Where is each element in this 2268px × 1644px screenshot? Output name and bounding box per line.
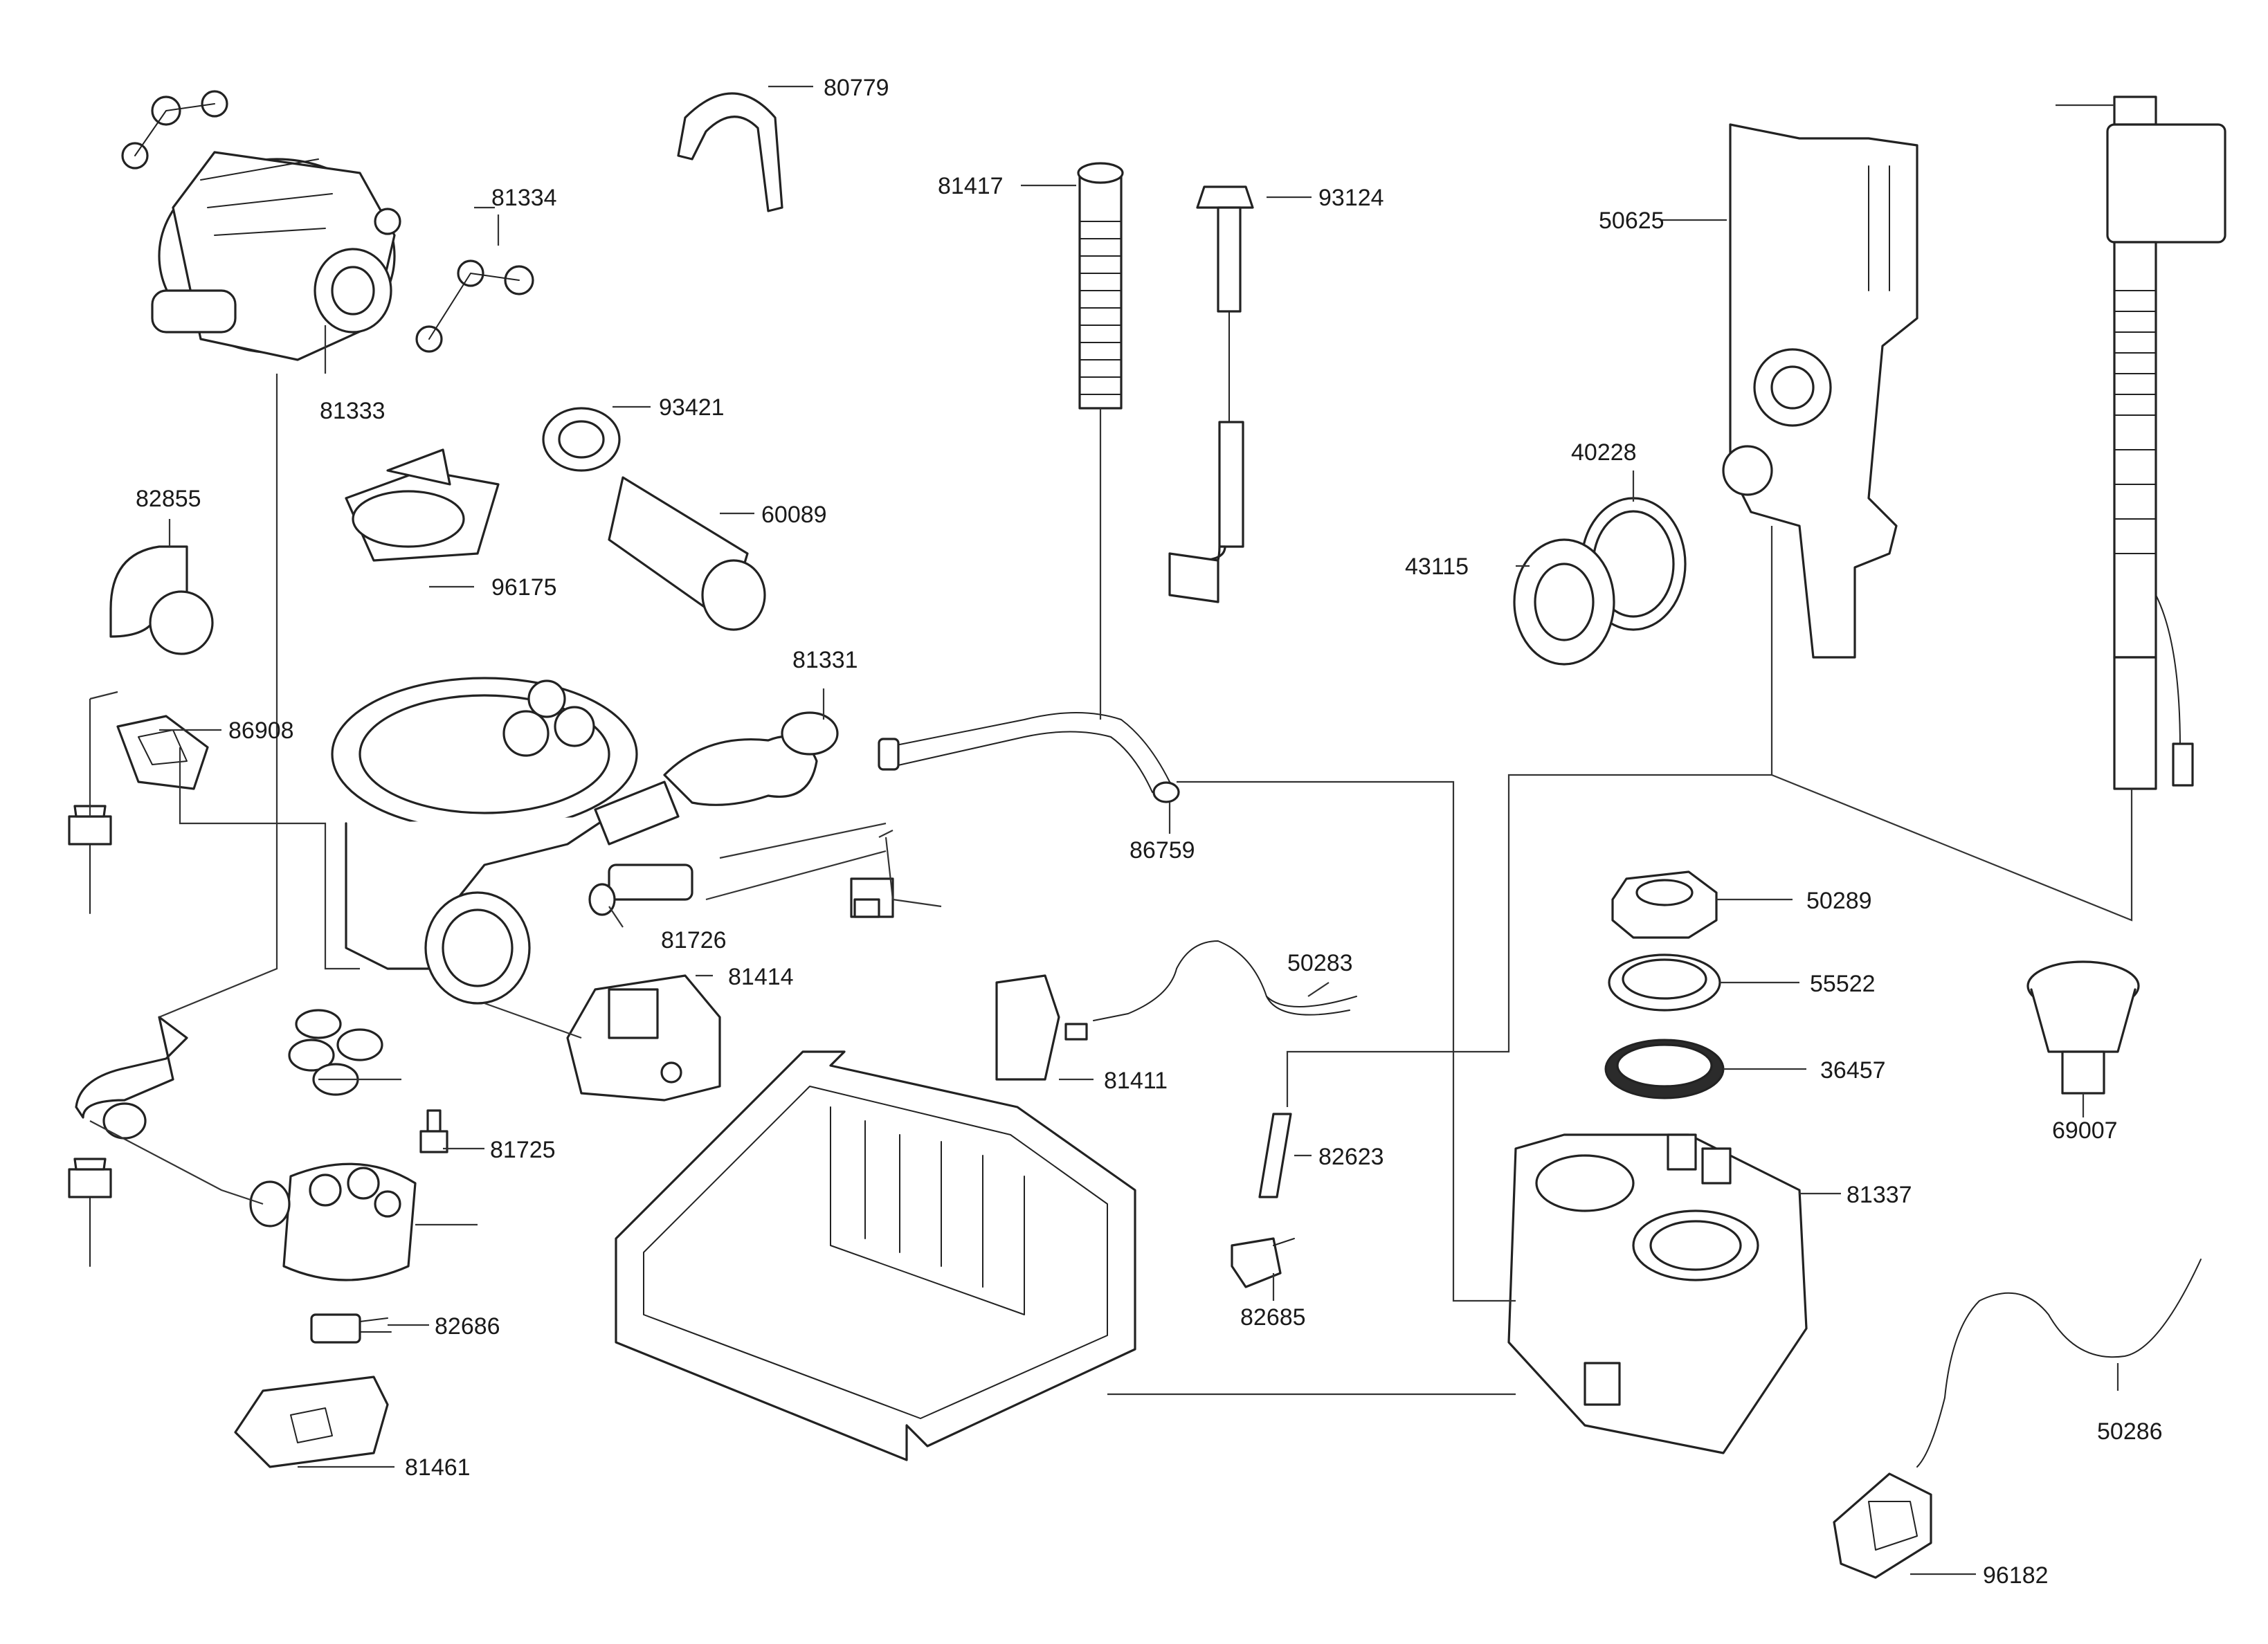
sensor-part bbox=[68, 805, 112, 1267]
air-break-panel-part bbox=[1722, 123, 1918, 659]
circulation-pump-part bbox=[121, 90, 534, 361]
label-93421: 93421 bbox=[659, 394, 725, 421]
filler-cap-part bbox=[1611, 870, 1718, 939]
connector-part bbox=[310, 1313, 392, 1344]
base-frame-part bbox=[615, 1050, 1136, 1461]
label-50283: 50283 bbox=[1287, 950, 1353, 976]
cable-part bbox=[1093, 940, 1357, 1021]
label-50286: 50286 bbox=[2097, 1418, 2163, 1445]
sump-part bbox=[331, 677, 680, 1005]
label-50625: 50625 bbox=[1599, 208, 1664, 234]
valve-part bbox=[1231, 1237, 1295, 1288]
label-81726: 81726 bbox=[661, 927, 727, 953]
bracket-part bbox=[677, 92, 783, 212]
label-86759: 86759 bbox=[1130, 837, 1195, 864]
drain-pump-part bbox=[566, 974, 721, 1102]
plug-connector-part bbox=[995, 974, 1088, 1081]
label-86908: 86908 bbox=[228, 718, 294, 744]
label-81461: 81461 bbox=[405, 1454, 471, 1481]
seal-ring-part bbox=[1513, 497, 1687, 666]
label-81414: 81414 bbox=[728, 964, 794, 990]
drain-tube-part bbox=[878, 712, 1180, 803]
bent-hose-part bbox=[75, 1016, 188, 1140]
filter-part bbox=[542, 407, 766, 631]
label-69007: 69007 bbox=[2052, 1117, 2118, 1144]
label-93124: 93124 bbox=[1318, 185, 1384, 211]
label-81411: 81411 bbox=[1104, 1068, 1168, 1094]
label-40228: 40228 bbox=[1571, 439, 1637, 466]
gasket-seal-part bbox=[116, 715, 209, 790]
label-96182: 96182 bbox=[1983, 1562, 2049, 1589]
locking-ring-part bbox=[1608, 953, 1721, 1012]
label-81725: 81725 bbox=[490, 1137, 556, 1163]
gasket-part bbox=[1604, 1039, 1725, 1099]
heater-pump-part bbox=[249, 1162, 417, 1281]
label-82623: 82623 bbox=[1318, 1144, 1384, 1170]
part-labels: 80779 81334 81333 81417 93124 50625 9342… bbox=[136, 75, 2163, 1589]
drain-hose-part bbox=[1168, 185, 1254, 603]
label-60089: 60089 bbox=[761, 502, 827, 528]
label-43115: 43115 bbox=[1405, 554, 1469, 580]
filter-cup-part bbox=[345, 448, 500, 562]
label-81417: 81417 bbox=[938, 173, 1004, 199]
label-81331: 81331 bbox=[792, 647, 858, 673]
label-96175: 96175 bbox=[491, 574, 557, 601]
label-81337: 81337 bbox=[1847, 1182, 1912, 1208]
power-cable-part bbox=[1916, 1259, 2202, 1468]
o-ring-set-part bbox=[288, 1009, 383, 1096]
label-55522: 55522 bbox=[1810, 971, 1876, 997]
label-36457: 36457 bbox=[1820, 1057, 1886, 1084]
rinse-aid-cap-part bbox=[2026, 960, 2140, 1095]
plug-part bbox=[1833, 1472, 1932, 1579]
inlet-hose-part bbox=[2106, 95, 2226, 790]
label-50289: 50289 bbox=[1806, 888, 1872, 914]
fitting-part bbox=[588, 864, 894, 918]
hose-connector-part bbox=[663, 711, 839, 806]
label-82685: 82685 bbox=[1240, 1304, 1306, 1331]
elbow-hose-part bbox=[109, 545, 214, 655]
sensor-pad-part bbox=[234, 1376, 389, 1468]
short-hose-part bbox=[1258, 1113, 1292, 1198]
leader-lines bbox=[89, 85, 2133, 1576]
label-81334: 81334 bbox=[491, 185, 557, 211]
label-80779: 80779 bbox=[824, 75, 889, 101]
label-82855: 82855 bbox=[136, 486, 201, 512]
label-81333: 81333 bbox=[320, 398, 385, 424]
corrugated-hose-part bbox=[1077, 162, 1124, 410]
temperature-sensor-part bbox=[419, 1109, 448, 1153]
salt-container-part bbox=[1507, 1133, 1808, 1454]
label-82686: 82686 bbox=[435, 1313, 500, 1340]
